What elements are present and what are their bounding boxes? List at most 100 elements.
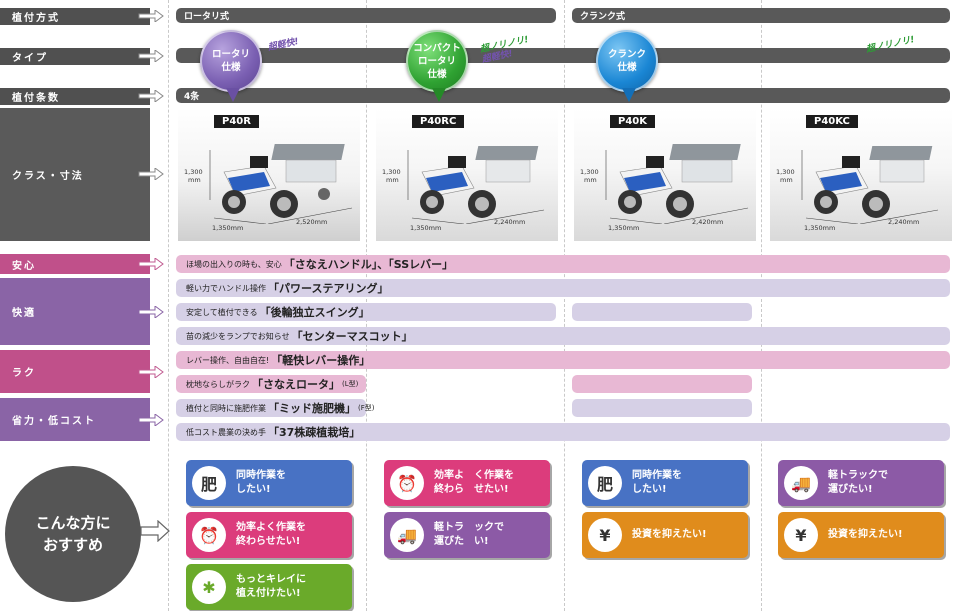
row-label-rows: 植付条数 [0,88,150,105]
feature-lead: 枕地ならしがラク [186,379,250,389]
feature-lead: 安定して植付できる [186,307,258,317]
product-card: P40RC 1,300 mm 1,350mm 2,240mm [376,108,558,241]
rec-text: 終わら せたい! [434,484,509,495]
pin-text: クランク [607,49,646,60]
row-label-text: クラス・寸法 [12,171,84,182]
product-card: P40R 1,300 mm 1,350mm 2,520mm [178,108,360,241]
feature-name: 「センターマスコット」 [291,330,413,343]
feature-bar-extension [572,399,752,417]
kei-truck-icon: 🚚 [784,466,818,500]
feature-name: 「37株疎植栽培」 [268,426,361,439]
recommend-box: ¥ 投資を抑えたい! [778,512,944,558]
row-label-mount-method: 植付方式 [0,8,150,25]
alarm-clock-icon: ⏰ [390,466,424,500]
column-divider [761,0,762,611]
feature-bar-extension [572,303,752,321]
pin-text: ロータリ [211,49,250,60]
rec-text: したい! [236,484,271,495]
height-dimension: 1,300 [184,168,203,176]
length-dimension: 2,520mm [296,218,328,226]
feature-name: 「さなえロータ」 [252,378,340,391]
rec-text: 軽トラ ックで [434,522,504,533]
model-label: P40R [214,115,259,128]
icon-glyph: ¥ [599,525,611,545]
feature-bar: ほ場の出入りの時も、安心「さなえハンドル」、「SSレバー」 [176,255,950,273]
icon-glyph: 肥 [596,475,613,494]
feature-lead: 苗の減少をランプでお知らせ [186,331,290,341]
arrow-right-icon [138,258,164,270]
feature-bar: 植付と同時に施肥作業「ミッド施肥機」(F型) [176,399,375,417]
row-label-text: 快適 [12,308,36,319]
bar-rows: 4条 [176,88,950,103]
row-label-ease: ラク [0,350,150,393]
recommend-box: 🚚 軽トラックで運びたい! [778,460,944,506]
money-bag-icon: ¥ [588,518,622,552]
rec-text: 効率よ く作業を [434,470,514,481]
feature-name: 「軽快レバー操作」 [271,354,371,367]
kei-truck-icon: 🚚 [390,518,424,552]
pin-text: 仕様 [221,62,241,73]
bar-text: クランク式 [580,12,626,22]
bar-rotary: ロータリ式 [176,8,556,23]
feature-name: 「ミッド施肥機」 [268,402,356,415]
model-label: P40K [610,115,655,128]
pin-text: コンパクト [413,42,461,54]
height-unit: mm [584,176,597,184]
arrow-right-icon [138,10,164,22]
fertilizer-bag-icon: 肥 [192,466,226,500]
feature-bar: 安定して植付できる「後輪独立スイング」 [176,303,556,321]
feature-lead: 低コスト農業の決め手 [186,427,266,437]
rec-text: 投資を抑えたい! [632,529,707,540]
rec-text: もっとキレイに [236,574,306,585]
feature-bar: レバー操作、自由自在!「軽快レバー操作」 [176,351,950,369]
recommend-box: ✱ もっとキレイに植え付けたい! [186,564,352,610]
spec-pin-crank: クランク 仕様 [596,30,658,102]
rice-transplanter-image [605,144,749,224]
rec-text: 植え付けたい! [236,588,301,599]
feature-note: (F型) [358,404,375,412]
product-card: P40KC 1,300 mm 1,350mm 2,240mm [770,108,952,241]
pin-text: 仕様 [617,62,637,73]
feature-bar: 軽い力でハンドル操作「パワーステアリング」 [176,279,950,297]
row-label-comfort: 快適 [0,278,150,345]
rec-text: 効率よく作業を [236,522,306,533]
icon-glyph: ¥ [795,525,807,545]
arrow-right-icon [138,306,164,318]
feature-name: 「さなえハンドル」、「SSレバー」 [283,258,454,271]
row-label-text: 省力・低コスト [12,416,96,427]
rec-text: したい! [632,484,667,495]
model-label: P40RC [412,115,465,128]
feature-lead: 軽い力でハンドル操作 [186,283,266,293]
feature-bar-extension [572,375,752,393]
row-label-text: 植付方式 [12,13,60,24]
column-divider [168,0,169,611]
recommend-box: 肥 同時作業をしたい! [186,460,352,506]
width-dimension: 1,350mm [212,224,244,232]
pin-text: 仕様 [427,68,447,80]
row-label-type: タイプ [0,48,150,65]
icon-glyph: 肥 [200,475,217,494]
width-dimension: 1,350mm [804,224,836,232]
rice-seedlings-icon: ✱ [192,570,226,604]
rec-text: 軽トラックで [828,470,888,481]
height-dimension: 1,300 [776,168,795,176]
row-label-safety: 安心 [0,254,150,274]
feature-bar: 枕地ならしがラク「さなえロータ」(L型) [176,375,366,393]
rec-text: 同時作業を [632,470,682,481]
feature-lead: レバー操作、自由自在! [186,355,270,365]
rice-transplanter-image [407,146,545,224]
feature-name: 「後輪独立スイング」 [259,306,370,319]
spec-pin-compact-rotary: コンパクト ロータリ 仕様 [406,30,468,102]
arrow-right-icon [140,520,170,542]
height-dimension: 1,300 [580,168,599,176]
rice-transplanter-image [209,144,353,224]
feature-lead: ほ場の出入りの時も、安心 [186,259,282,269]
feature-bar: 低コスト農業の決め手「37株疎植栽培」 [176,423,950,441]
pin-text: ロータリ [417,55,456,67]
feature-lead: 植付と同時に施肥作業 [186,403,266,413]
row-label-text: 植付条数 [12,93,60,104]
recommend-box: 🚚 軽トラ ックで運びた い! [384,512,550,558]
column-divider [564,0,565,611]
product-card: P40K 1,300 mm 1,350mm 2,420mm [574,108,756,241]
recommend-text: こんな方に [35,514,111,532]
